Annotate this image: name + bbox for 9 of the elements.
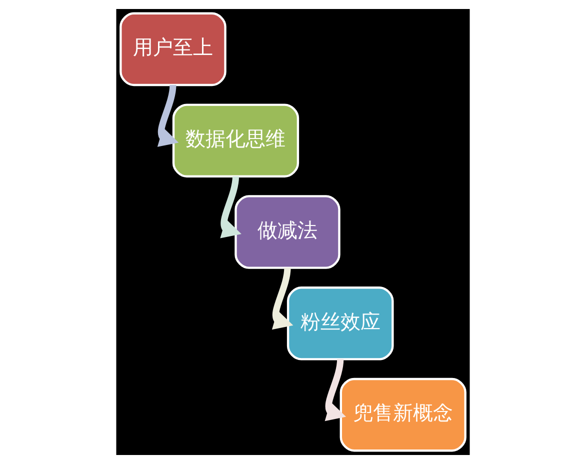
arrow (272, 267, 294, 330)
arrow (157, 84, 179, 146)
node-box: 粉丝效应 (286, 286, 394, 360)
node-box: 数据化思维 (172, 103, 300, 177)
node-box: 兜售新概念 (340, 377, 466, 452)
node-box: 做减法 (234, 194, 340, 268)
node-box: 用户至上 (120, 12, 226, 86)
arrow (220, 176, 242, 238)
arrow (324, 358, 346, 421)
